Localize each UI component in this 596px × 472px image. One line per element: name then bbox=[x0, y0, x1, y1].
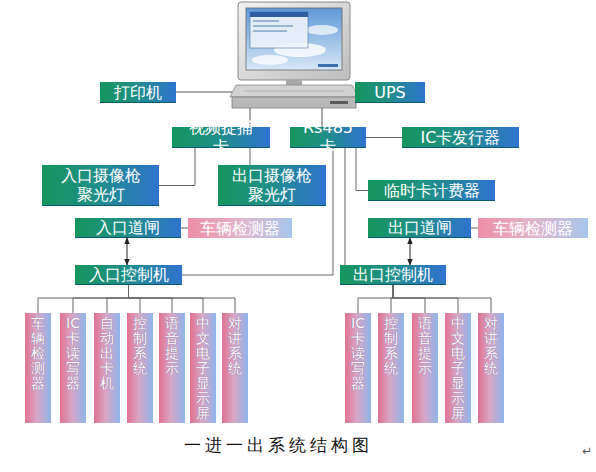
connector-line bbox=[107, 285, 129, 313]
connector-line bbox=[366, 137, 402, 138]
box-label: 中文电子显示屏 bbox=[195, 316, 211, 421]
box-label: 自动出卡机 bbox=[99, 316, 115, 391]
module-box: 自动出卡机 bbox=[94, 313, 120, 423]
return-mark: ↵ bbox=[582, 444, 592, 458]
connector-line bbox=[250, 148, 251, 165]
box-label: 控制系统 bbox=[132, 316, 148, 376]
connector-line bbox=[129, 285, 173, 313]
barrier-box: 入口道闸 bbox=[75, 218, 181, 238]
detector-box: 车辆检测器 bbox=[478, 218, 588, 238]
box-label: 车辆检测器 bbox=[30, 316, 46, 391]
box-label: 入口道闸 bbox=[96, 218, 160, 237]
connector-line bbox=[181, 228, 188, 229]
connector-line bbox=[471, 228, 478, 229]
module-box: IC卡读写器 bbox=[345, 313, 371, 423]
connector-line bbox=[73, 285, 129, 313]
box-label: 语音提示 bbox=[164, 316, 180, 376]
box-label: 出口摄像枪 聚光灯 bbox=[228, 166, 316, 204]
connector-arrow bbox=[410, 238, 411, 265]
connector-line bbox=[356, 148, 368, 191]
controller-box: 出口控制机 bbox=[340, 265, 446, 285]
box-label: IC卡读写器 bbox=[350, 316, 366, 391]
box-label: IC卡读写器 bbox=[65, 316, 81, 391]
camera-box: 入口摄像枪 聚光灯 bbox=[42, 165, 159, 206]
box-label: UPS bbox=[374, 83, 406, 102]
box-label: 中文电子显示屏 bbox=[450, 316, 466, 421]
connector-line bbox=[129, 285, 204, 313]
device-box: 打印机 bbox=[100, 82, 176, 103]
diagram-caption: 一进一出系统结构图 bbox=[130, 434, 426, 457]
device-box: IC卡发行器 bbox=[402, 127, 519, 148]
module-box: 语音提示 bbox=[412, 313, 438, 423]
module-box: 对讲系统 bbox=[222, 313, 248, 423]
box-label: 车辆检测器 bbox=[200, 219, 280, 238]
box-label: 入口摄像枪 聚光灯 bbox=[52, 166, 149, 204]
box-label: 车辆检测器 bbox=[493, 219, 573, 238]
detector-box: 车辆检测器 bbox=[188, 218, 292, 238]
connector-line bbox=[129, 285, 141, 313]
module-box: IC卡读写器 bbox=[60, 313, 86, 423]
module-box: 语音提示 bbox=[159, 313, 185, 423]
computer-illustration bbox=[230, 2, 358, 108]
barrier-box: 出口道闸 bbox=[368, 218, 471, 238]
box-label: 对讲系统 bbox=[483, 316, 499, 376]
box-label: 打印机 bbox=[114, 83, 162, 102]
box-label: Rs485卡 bbox=[300, 118, 356, 156]
connector-line bbox=[393, 285, 458, 313]
connector-line bbox=[345, 148, 346, 265]
connector-line bbox=[393, 285, 425, 313]
box-label: IC卡发行器 bbox=[421, 128, 501, 147]
module-box: 对讲系统 bbox=[478, 313, 504, 423]
controller-box: 入口控制机 bbox=[75, 265, 182, 285]
module-box: 控制系统 bbox=[378, 313, 404, 423]
box-label: 临时卡计费器 bbox=[384, 181, 480, 200]
connector-line bbox=[129, 285, 236, 313]
module-box: 中文电子显示屏 bbox=[445, 313, 471, 423]
camera-box: 出口摄像枪 聚光灯 bbox=[218, 165, 326, 206]
box-label: 出口道闸 bbox=[388, 218, 452, 237]
connector-line bbox=[393, 285, 491, 313]
box-label: 语音提示 bbox=[417, 316, 433, 376]
box-label: 入口控制机 bbox=[89, 265, 169, 284]
connector-line bbox=[182, 148, 333, 275]
connector-line bbox=[358, 285, 393, 313]
connector-line bbox=[38, 285, 129, 313]
box-label: 控制系统 bbox=[383, 316, 399, 376]
box-label: 视频捉捕卡 bbox=[182, 118, 260, 156]
module-box: 中文电子显示屏 bbox=[190, 313, 216, 423]
device-box: UPS bbox=[355, 82, 425, 103]
connector-line bbox=[159, 148, 195, 186]
connector-arrow bbox=[127, 238, 128, 265]
module-box: 控制系统 bbox=[127, 313, 153, 423]
box-label: 出口控制机 bbox=[353, 265, 433, 284]
device-box: 临时卡计费器 bbox=[368, 180, 495, 201]
module-box: 车辆检测器 bbox=[25, 313, 51, 423]
card-box: Rs485卡 bbox=[290, 127, 366, 148]
card-box: 视频捉捕卡 bbox=[172, 127, 270, 148]
box-label: 对讲系统 bbox=[227, 316, 243, 376]
